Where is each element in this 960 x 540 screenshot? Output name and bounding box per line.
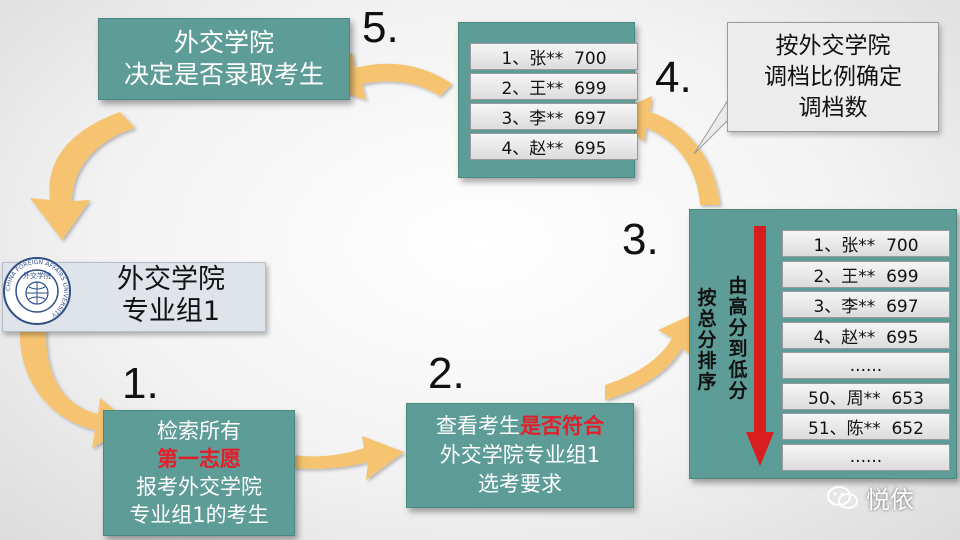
step3-list-row: 50、周** 653 (782, 382, 950, 410)
step1-line4: 专业组1的考生 (129, 503, 269, 527)
step3-list-row: ...... (782, 352, 950, 379)
logo-seal-text: 外交学院 (23, 271, 51, 280)
arrow-step2-to-step3 (605, 310, 702, 400)
step2-line2: 外交学院专业组1 (439, 443, 601, 467)
step4-list-row: 2、王** 699 (470, 73, 638, 100)
group-line1: 外交学院 (117, 264, 225, 295)
step3-list-row: ...... (782, 443, 950, 471)
step2-line1: 查看考生是否符合 (436, 412, 604, 441)
arrow-step3-to-step4 (612, 96, 720, 205)
arrow-step5-to-group (30, 112, 135, 240)
sort-label: 按总分排序 (697, 287, 717, 393)
sort-arrow-icon (746, 226, 774, 466)
step3-list-row: 2、王** 699 (782, 260, 950, 288)
group-line2: 专业组1 (121, 296, 221, 327)
step4-list-row: 4、赵** 695 (470, 133, 638, 160)
watermark-text: 悦依 (866, 486, 914, 514)
step1-box: 检索所有 第一志愿 报考外交学院 专业组1的考生 (103, 410, 295, 536)
step4-list-row: 1、张** 700 (470, 43, 638, 70)
step4-callout: 按外交学院 调档比例确定 调档数 (727, 22, 939, 132)
step3-list-row: 1、张** 700 (782, 230, 950, 257)
step2-line1-highlight: 是否符合 (520, 414, 604, 438)
step5-line1: 外交学院 (173, 28, 274, 57)
step-number-4: 4. (655, 53, 692, 102)
direction-label: 由高分到低分 (728, 275, 748, 402)
wechat-icon (827, 485, 858, 509)
university-logo: CHINA FOREIGN AFFAIRS UNIVERSITY 外交学院 (3, 257, 71, 325)
step5-line2: 决定是否录取考生 (123, 60, 324, 89)
step3-list-row: 4、赵** 695 (782, 321, 950, 349)
step2-line3: 选考要求 (478, 472, 562, 496)
step2-box: 查看考生是否符合 外交学院专业组1 选考要求 (406, 403, 634, 508)
step3-list-row: 51、陈** 652 (782, 413, 950, 440)
callout-line1: 按外交学院 (775, 32, 891, 59)
group-box-text: 外交学院 专业组1 (78, 262, 264, 330)
step2-line1-plain: 查看考生 (436, 414, 520, 438)
callout-line3: 调档数 (798, 94, 868, 121)
arrow-step1-to-step2 (292, 436, 404, 480)
step4-list-row: 3、李** 697 (470, 103, 638, 130)
callout-line2: 调档比例确定 (764, 63, 902, 90)
step1-highlight: 第一志愿 (157, 447, 241, 471)
step-number-1: 1. (122, 359, 159, 408)
step-number-3: 3. (622, 215, 659, 264)
arrow-step4-to-step5 (326, 52, 452, 100)
step-number-5: 5. (362, 3, 399, 52)
step3-list-row: 3、李** 697 (782, 291, 950, 318)
watermark: 悦依 (826, 480, 914, 515)
step1-line3: 报考外交学院 (136, 475, 262, 499)
step-number-2: 2. (428, 349, 465, 398)
step5-decision-box: 外交学院 决定是否录取考生 (98, 18, 350, 100)
step1-line1: 检索所有 (157, 419, 241, 443)
